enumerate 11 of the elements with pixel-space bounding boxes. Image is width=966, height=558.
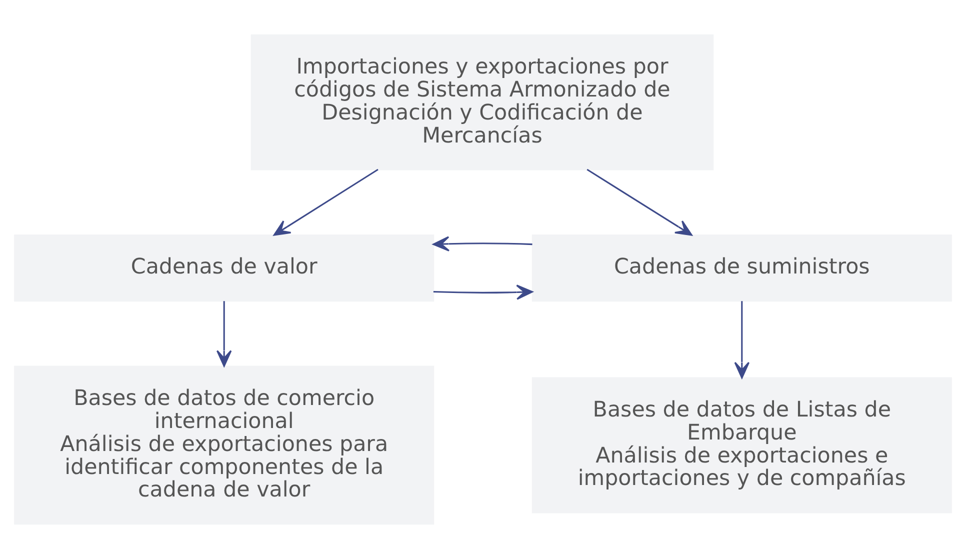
arrow	[432, 236, 532, 251]
arrow	[734, 300, 750, 378]
arrow	[273, 168, 378, 236]
node-box: Cadenas de valor	[14, 234, 434, 302]
node-box: Bases de datos de comercio internacional Análisis de exportaciones para identificar componentes de la cadena de valor	[14, 365, 434, 524]
node-box: Cadenas de suministros	[532, 234, 952, 302]
node-box: Bases de datos de Listas de Embarque Análisis de exportaciones e importaciones y de compañías	[532, 376, 952, 513]
arrow	[586, 168, 692, 236]
arrow	[216, 300, 232, 366]
node-box: Importaciones y exportaciones por códigos de Sistema Armonizado de Designación y Codificación de Mercancías	[250, 34, 714, 170]
arrow	[433, 284, 533, 300]
